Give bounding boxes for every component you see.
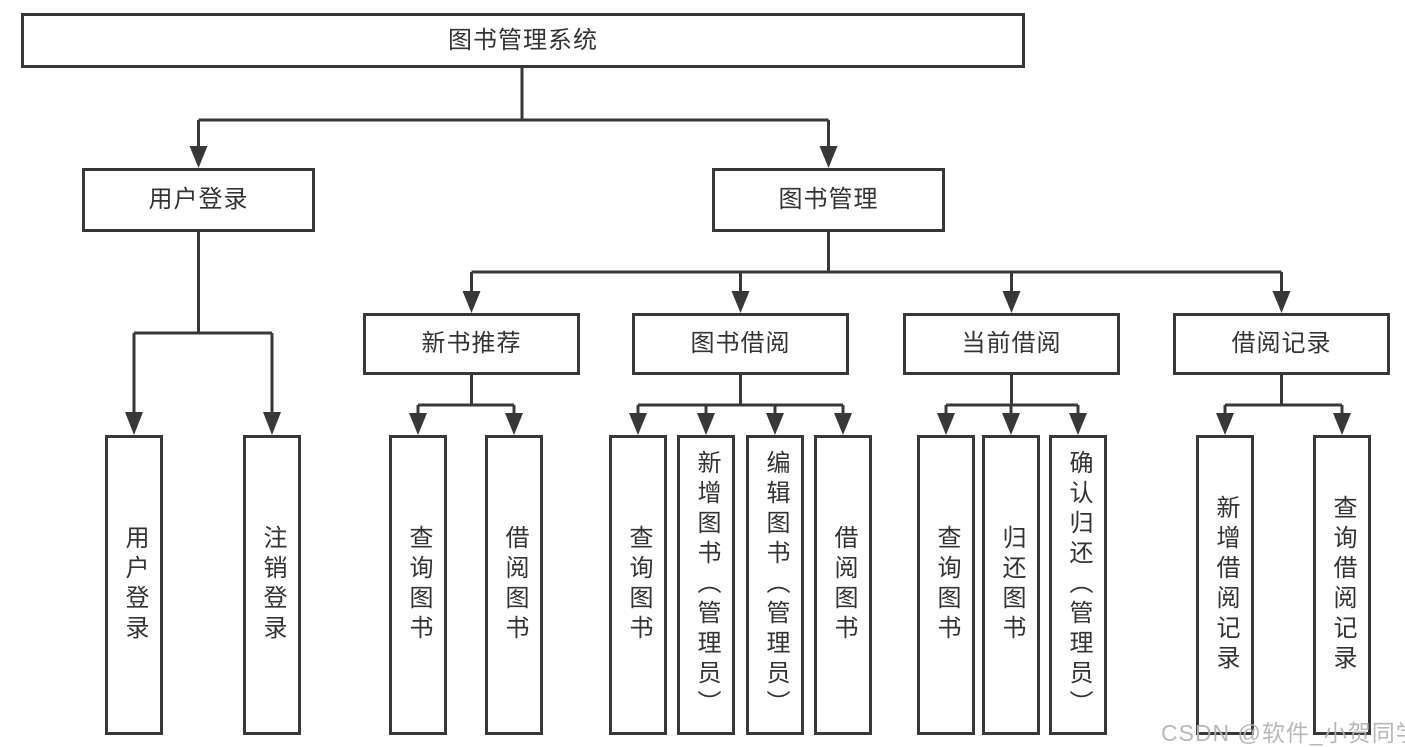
leaf-borrow-books-recommend: 借阅图书 <box>485 435 543 735</box>
csdn-watermark: CSDN @软件_小贺同学 <box>1161 720 1405 746</box>
edge-user-login-to-leaves <box>125 232 281 435</box>
leaf-query-books-recommend: 查询图书 <box>389 435 447 735</box>
edge-current-borrow-to-leaves <box>937 375 1087 435</box>
node-current-borrow: 当前借阅 <box>903 313 1120 375</box>
leaf-return-books: 归还图书 <box>982 435 1040 735</box>
node-book-management: 图书管理 <box>712 168 945 232</box>
leaf-query-books-current: 查询图书 <box>917 435 975 735</box>
node-library-system: 图书管理系统 <box>21 13 1025 68</box>
node-book-borrow: 图书借阅 <box>632 313 849 375</box>
leaf-query-books-borrow: 查询图书 <box>609 435 667 735</box>
leaf-user-login: 用户登录 <box>105 435 163 735</box>
leaf-borrow-books: 借阅图书 <box>814 435 872 735</box>
edge-borrow-records-to-leaves <box>1216 375 1351 435</box>
edge-root-to-level2 <box>189 68 838 168</box>
leaf-confirm-return-admin: 确认归还（管理员） <box>1049 435 1107 735</box>
leaf-add-book-admin: 新增图书（管理员） <box>677 435 735 735</box>
leaf-edit-book-admin: 编辑图书（管理员） <box>746 435 804 735</box>
node-new-book-recommend: 新书推荐 <box>363 313 580 375</box>
edge-book-management-to-level3 <box>462 232 1291 313</box>
leaf-query-borrow-record: 查询借阅记录 <box>1313 435 1371 735</box>
edge-book-borrow-to-leaves <box>629 375 852 435</box>
leaf-logout: 注销登录 <box>243 435 301 735</box>
edge-new-book-recommend-to-leaves <box>409 375 523 435</box>
node-borrow-records: 借阅记录 <box>1173 313 1390 375</box>
node-user-login: 用户登录 <box>82 168 315 232</box>
leaf-add-borrow-record: 新增借阅记录 <box>1196 435 1254 735</box>
